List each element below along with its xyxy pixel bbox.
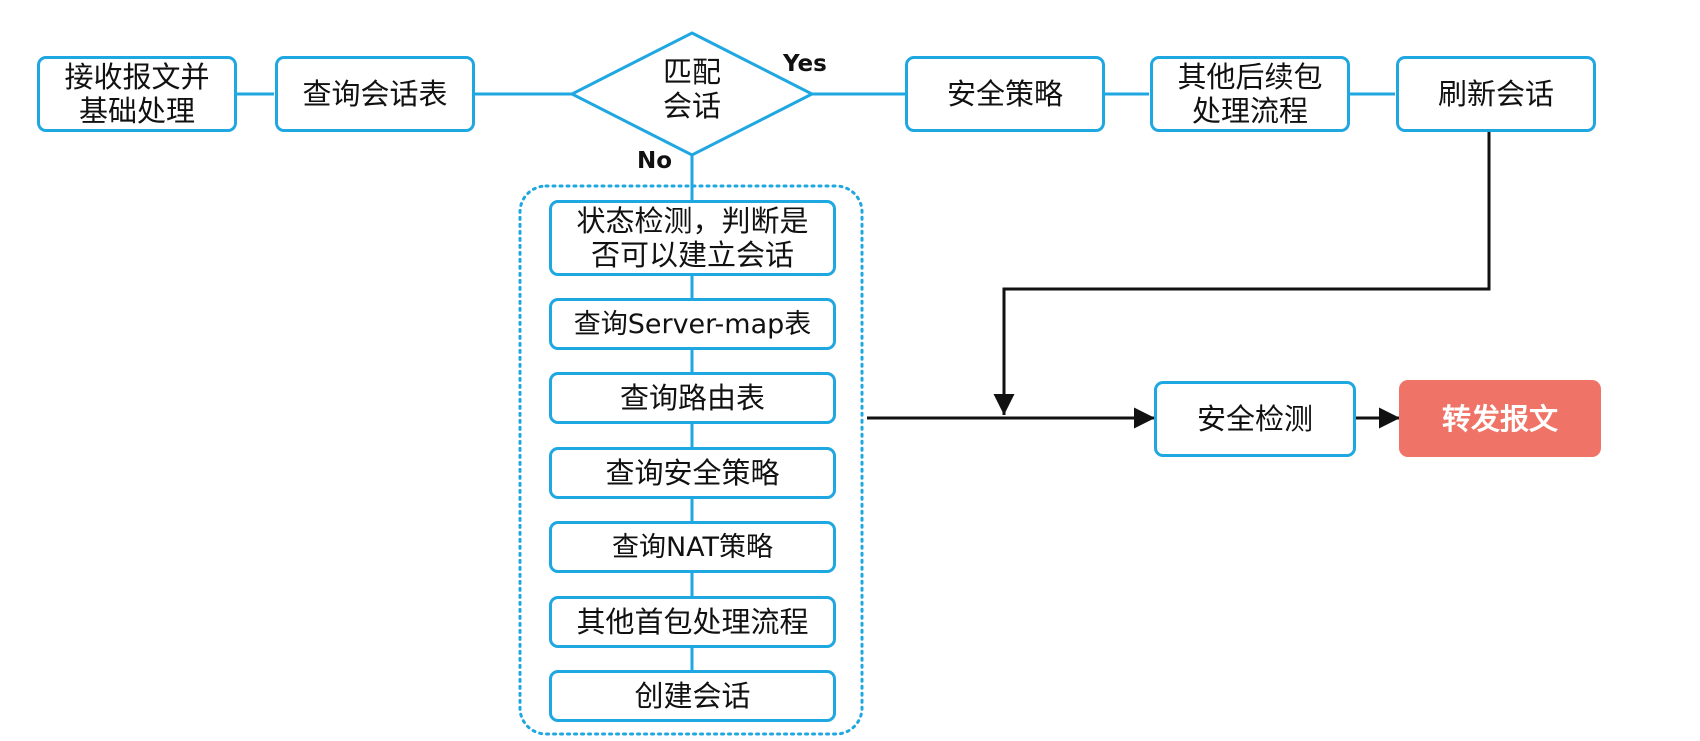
other-followup-process-box: 其他后续包 处理流程 [1150,56,1350,132]
step-security-policy-box: 查询安全策略 [549,447,836,499]
security-policy-box: 安全策略 [905,56,1105,132]
security-check-box: 安全检测 [1154,381,1356,457]
step-nat-policy-box: 查询NAT策略 [549,521,836,573]
arrow-refresh-to-check [993,132,1491,415]
lookup-session-table-box: 查询会话表 [275,56,475,132]
decision-match-session-label: 匹配 会话 [662,55,721,123]
step-route-table-box: 查询路由表 [549,372,836,424]
step-server-map-box: 查询Server-map表 [549,298,836,350]
step-other-first-packet-box: 其他首包处理流程 [549,596,836,648]
step-create-session-box: 创建会话 [549,670,836,722]
forward-packet-box: 转发报文 [1399,380,1601,457]
refresh-session-box: 刷新会话 [1396,56,1596,132]
yes-label: Yes [783,51,827,77]
receive-packet-box: 接收报文并 基础处理 [37,56,237,132]
no-label: No [637,148,673,174]
step-state-check-box: 状态检测，判断是 否可以建立会话 [549,200,836,276]
